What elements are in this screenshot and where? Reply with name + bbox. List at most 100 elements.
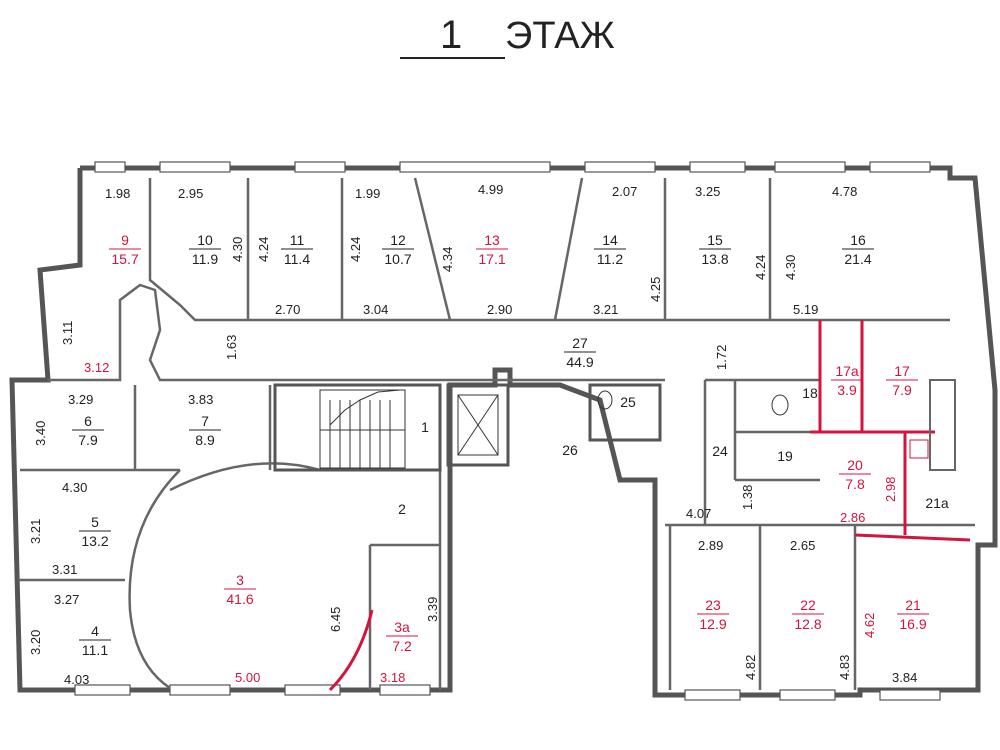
- dim-3-04: 3.04: [363, 302, 388, 317]
- room-15-area: 13.8: [701, 251, 728, 267]
- room-4-number: 4: [91, 623, 99, 639]
- dim-1-99: 1.99: [355, 186, 380, 201]
- dim-4-83: 4.83: [837, 655, 852, 680]
- dim-4-30b: 4.30: [783, 255, 798, 280]
- dim-4-30c: 4.30: [62, 480, 87, 495]
- room-4-area: 11.1: [82, 642, 108, 658]
- room-26-label: 26: [562, 442, 578, 458]
- dim-4-24a: 4.24: [256, 237, 271, 262]
- dim-2-07: 2.07: [612, 184, 637, 199]
- elevator-shaft: [446, 383, 510, 467]
- room-1-label: 1: [421, 419, 429, 435]
- room-24-label: 24: [712, 443, 728, 459]
- dim-2-95: 2.95: [178, 186, 203, 201]
- room-23-area: 12.9: [699, 616, 726, 632]
- interior-walls-top: [48, 177, 950, 382]
- room-16-number: 16: [850, 232, 866, 248]
- dim-4-24b: 4.24: [348, 237, 363, 262]
- room-17-number: 17: [894, 363, 910, 379]
- room-9-area: 15.7: [111, 251, 138, 267]
- stairwell: [273, 383, 442, 472]
- dim-1-72: 1.72: [714, 345, 729, 370]
- dim-3-25: 3.25: [695, 184, 720, 199]
- room-25-label: 25: [620, 394, 636, 410]
- dim-4-62: 4.62: [862, 613, 877, 638]
- dim-3-27: 3.27: [54, 592, 79, 607]
- windows-top: [94, 161, 931, 173]
- room-3-number: 3: [236, 572, 244, 588]
- dim-4-03: 4.03: [64, 672, 89, 687]
- dim-3-20: 3.20: [28, 630, 43, 655]
- room-11-area: 11.4: [284, 251, 310, 267]
- dim-2-86: 2.86: [840, 510, 865, 525]
- dim-5-19: 5.19: [793, 302, 818, 317]
- dim-1-38: 1.38: [740, 485, 755, 510]
- dim-4-34: 4.34: [440, 247, 455, 272]
- dimension-labels: 1.98 2.95 4.30 4.24 1.99 4.24 4.99 4.34 …: [28, 182, 917, 687]
- dim-6-45: 6.45: [328, 607, 343, 632]
- room-2-label: 2: [398, 501, 406, 517]
- floor-word: ЭТАЖ: [505, 15, 615, 57]
- dim-3-11: 3.11: [60, 321, 75, 345]
- room-6-number: 6: [84, 413, 92, 429]
- dim-1-63: 1.63: [224, 335, 239, 360]
- room-20-area: 7.8: [845, 476, 865, 492]
- room-17a-area: 3.9: [837, 382, 857, 398]
- room-12-area: 10.7: [384, 251, 411, 267]
- room-3-area: 41.6: [226, 591, 253, 607]
- room-3a-number: 3a: [394, 619, 410, 635]
- room-3a-area: 7.2: [392, 638, 412, 654]
- dim-4-25: 4.25: [648, 277, 663, 302]
- dim-3-84: 3.84: [892, 670, 917, 685]
- floor-title: 1 ЭТАЖ: [400, 13, 615, 59]
- room-19-label: 19: [777, 448, 793, 464]
- room-14-area: 11.2: [597, 251, 623, 267]
- dim-2-89: 2.89: [698, 538, 723, 553]
- room-5-area: 13.2: [81, 533, 108, 549]
- room-13-area: 17.1: [478, 251, 505, 267]
- dim-3-18: 3.18: [380, 670, 405, 685]
- dim-3-83: 3.83: [188, 392, 213, 407]
- room-27-number: 27: [572, 335, 588, 351]
- room-10-number: 10: [197, 232, 213, 248]
- room-11-number: 11: [290, 232, 305, 248]
- room-7-number: 7: [201, 413, 209, 429]
- room-21a-label: 21a: [925, 495, 949, 511]
- outer-walls: [9, 165, 998, 698]
- room-13-number: 13: [484, 232, 500, 248]
- room-17a-number: 17a: [835, 363, 859, 379]
- room-12-number: 12: [390, 232, 406, 248]
- dim-5-00: 5.00: [235, 670, 260, 685]
- dim-4-78: 4.78: [832, 184, 857, 199]
- dim-3-21b: 3.21: [28, 519, 43, 544]
- dim-4-82: 4.82: [743, 655, 758, 680]
- room-15-number: 15: [707, 232, 723, 248]
- dim-3-31: 3.31: [52, 562, 77, 577]
- dim-4-24c: 4.24: [753, 255, 768, 280]
- windows-bottom: [74, 684, 941, 701]
- room-16-area: 21.4: [844, 251, 871, 267]
- dim-3-39: 3.39: [425, 597, 440, 622]
- floor-number: 1: [440, 13, 462, 57]
- dim-3-29: 3.29: [68, 392, 93, 407]
- dim-4-07: 4.07: [686, 506, 711, 521]
- room-6-area: 7.9: [78, 432, 98, 448]
- room-7-area: 8.9: [195, 432, 215, 448]
- dim-2-98: 2.98: [883, 477, 898, 502]
- room-5-number: 5: [91, 514, 99, 530]
- dim-3-12: 3.12: [84, 360, 109, 375]
- room-22-area: 12.8: [794, 616, 821, 632]
- dim-1-98: 1.98: [105, 186, 130, 201]
- room-21-number: 21: [905, 597, 921, 613]
- room-27-area: 44.9: [566, 354, 593, 370]
- room-23-number: 23: [705, 597, 721, 613]
- interior-walls-right: [588, 320, 975, 690]
- room-20-number: 20: [847, 457, 863, 473]
- room-18-label: 18: [802, 385, 818, 401]
- dim-2-90: 2.90: [487, 302, 512, 317]
- dim-4-99: 4.99: [478, 182, 503, 197]
- room-9-number: 9: [121, 232, 129, 248]
- interior-walls-left: [18, 385, 442, 692]
- dim-2-65: 2.65: [790, 538, 815, 553]
